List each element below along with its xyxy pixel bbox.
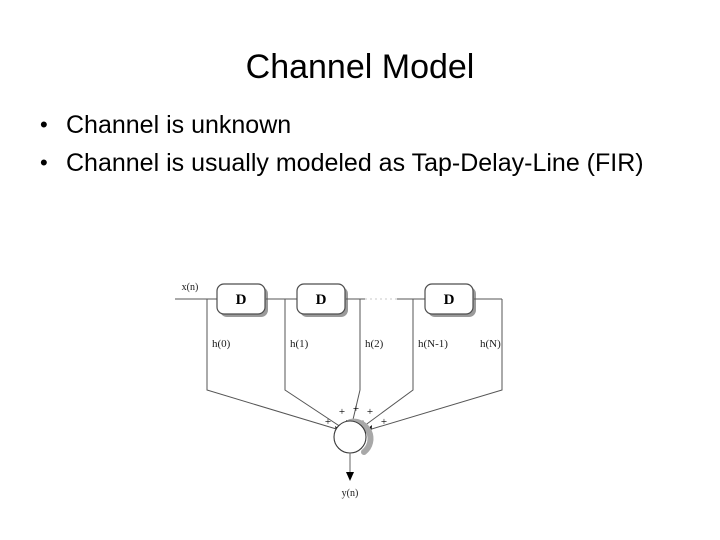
plus-sign: + bbox=[325, 416, 331, 428]
tap-label: h(1) bbox=[290, 338, 309, 350]
page-title: Channel Model bbox=[245, 48, 475, 86]
tap-label: h(N-1) bbox=[418, 338, 448, 350]
tap-label: h(0) bbox=[212, 338, 231, 350]
bullet-list: • Channel is unknown • Channel is usuall… bbox=[28, 108, 668, 184]
list-item-label: Channel is unknown bbox=[66, 111, 292, 139]
tap-delay-line-diagram: D D D x(n) bbox=[160, 268, 540, 508]
list-item-label: Channel is usually modeled as Tap-Delay-… bbox=[66, 149, 644, 177]
list-item: • Channel is usually modeled as Tap-Dela… bbox=[28, 146, 668, 180]
tap-label: h(2) bbox=[365, 338, 384, 350]
tap-label: h(N) bbox=[480, 338, 501, 350]
output-path bbox=[346, 453, 354, 481]
input-label: x(n) bbox=[182, 282, 199, 293]
bullet-marker-icon: • bbox=[40, 112, 48, 137]
delay-block-d3: D bbox=[424, 283, 474, 315]
list-item: • Channel is unknown bbox=[28, 108, 668, 142]
delay-block-d2: D bbox=[296, 283, 346, 315]
summing-junction bbox=[333, 418, 374, 455]
delay-block-label: D bbox=[444, 292, 455, 308]
delay-block-label: D bbox=[236, 292, 247, 308]
tap-branches bbox=[206, 299, 503, 432]
delay-block-label: D bbox=[316, 292, 327, 308]
bullet-marker-icon: • bbox=[40, 150, 48, 175]
output-label: y(n) bbox=[342, 488, 359, 499]
delay-block-d1: D bbox=[216, 283, 266, 315]
plus-sign: + bbox=[381, 416, 387, 428]
plus-sign: + bbox=[339, 406, 345, 418]
plus-sign: + bbox=[367, 406, 373, 418]
plus-sign: + bbox=[353, 403, 359, 415]
adder-plus-signs: + + + + + bbox=[325, 403, 387, 428]
